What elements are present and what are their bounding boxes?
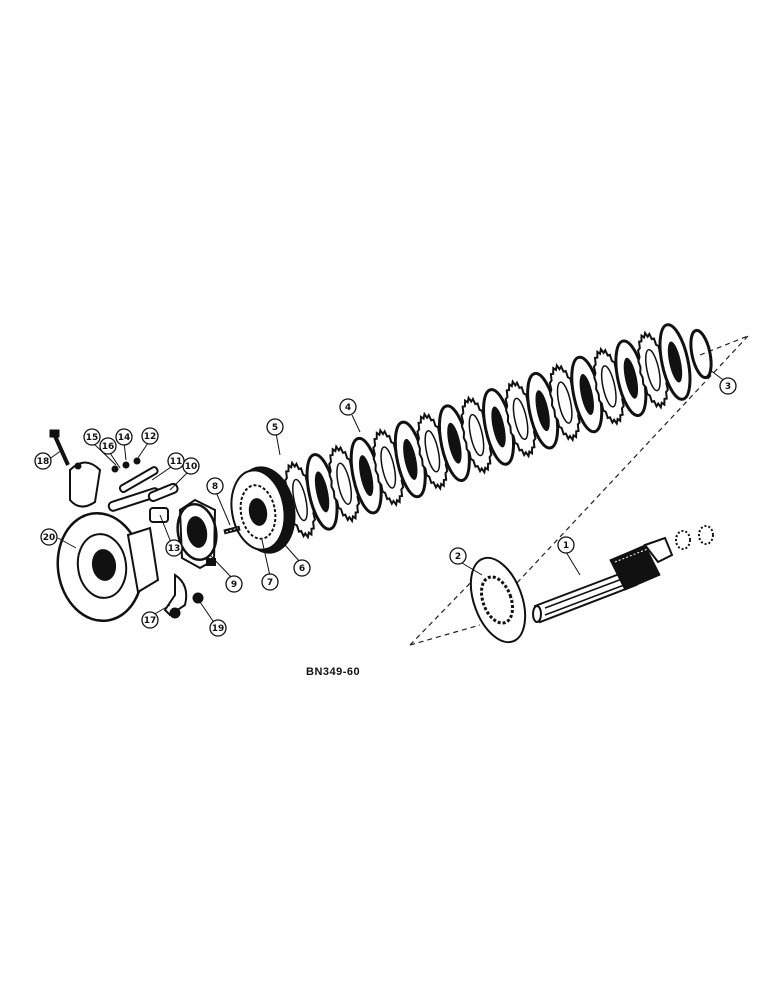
callout-12: 12 bbox=[141, 427, 159, 445]
callout-15: 15 bbox=[83, 428, 101, 446]
callout-11: 11 bbox=[167, 452, 185, 470]
callout-number: 10 bbox=[185, 462, 198, 472]
figure-code: BN349-60 bbox=[306, 666, 360, 678]
callout-number: 8 bbox=[212, 482, 218, 492]
callout-number: 11 bbox=[170, 457, 183, 467]
projection-lines bbox=[409, 335, 749, 646]
release-linkage bbox=[69, 457, 179, 523]
steel-plate bbox=[592, 346, 625, 427]
callout-number: 3 bbox=[725, 382, 731, 392]
callout-number: 6 bbox=[299, 564, 305, 574]
callout-number: 15 bbox=[86, 433, 99, 443]
callout-number: 12 bbox=[144, 432, 157, 442]
callout-number: 7 bbox=[267, 578, 273, 588]
callout-number: 1 bbox=[563, 541, 569, 551]
steel-plate bbox=[504, 379, 537, 459]
callout-7: 7 bbox=[261, 573, 279, 591]
callout-14: 14 bbox=[115, 428, 133, 446]
operating-lever bbox=[163, 573, 204, 619]
callout-number: 17 bbox=[144, 616, 157, 626]
callout-17: 17 bbox=[141, 611, 159, 629]
callout-number: 19 bbox=[212, 624, 225, 634]
friction-disc bbox=[658, 323, 692, 401]
callout-13: 13 bbox=[165, 539, 183, 557]
splined-shaft bbox=[532, 525, 714, 624]
steel-plate bbox=[548, 362, 581, 443]
back-plate bbox=[469, 556, 527, 644]
callout-number: 2 bbox=[455, 552, 461, 562]
callout-20: 20 bbox=[40, 528, 58, 546]
clutch-drum bbox=[230, 466, 296, 554]
callout-number: 9 bbox=[231, 580, 237, 590]
steel-plate bbox=[460, 395, 493, 475]
callout-number: 5 bbox=[272, 423, 278, 433]
callout-number: 20 bbox=[43, 533, 56, 543]
callout-number: 16 bbox=[102, 442, 115, 452]
callout-4: 4 bbox=[339, 398, 357, 416]
steel-plate bbox=[416, 411, 449, 491]
callout-9: 9 bbox=[225, 575, 243, 593]
snap-ring bbox=[689, 328, 713, 380]
steel-plate bbox=[636, 330, 669, 410]
callout-number: 18 bbox=[37, 457, 50, 467]
spring-pin bbox=[223, 525, 241, 535]
callout-10: 10 bbox=[182, 457, 200, 475]
callout-16: 16 bbox=[99, 437, 117, 455]
drive-flange bbox=[56, 511, 160, 623]
bolt bbox=[49, 429, 70, 466]
callout-6: 6 bbox=[293, 559, 311, 577]
callout-2: 2 bbox=[449, 547, 467, 565]
callout-number: 4 bbox=[345, 403, 351, 413]
bearing-housing bbox=[176, 498, 218, 570]
callout-5: 5 bbox=[266, 418, 284, 436]
callout-number: 14 bbox=[118, 433, 131, 443]
callout-3: 3 bbox=[719, 377, 737, 395]
steel-plate bbox=[372, 427, 405, 508]
callout-number: 13 bbox=[168, 544, 181, 554]
clutch-plate-stack bbox=[284, 323, 692, 540]
callout-1: 1 bbox=[557, 536, 575, 554]
callout-18: 18 bbox=[34, 452, 52, 470]
callout-8: 8 bbox=[206, 477, 224, 495]
callout-19: 19 bbox=[209, 619, 227, 637]
steel-plate bbox=[328, 444, 361, 524]
